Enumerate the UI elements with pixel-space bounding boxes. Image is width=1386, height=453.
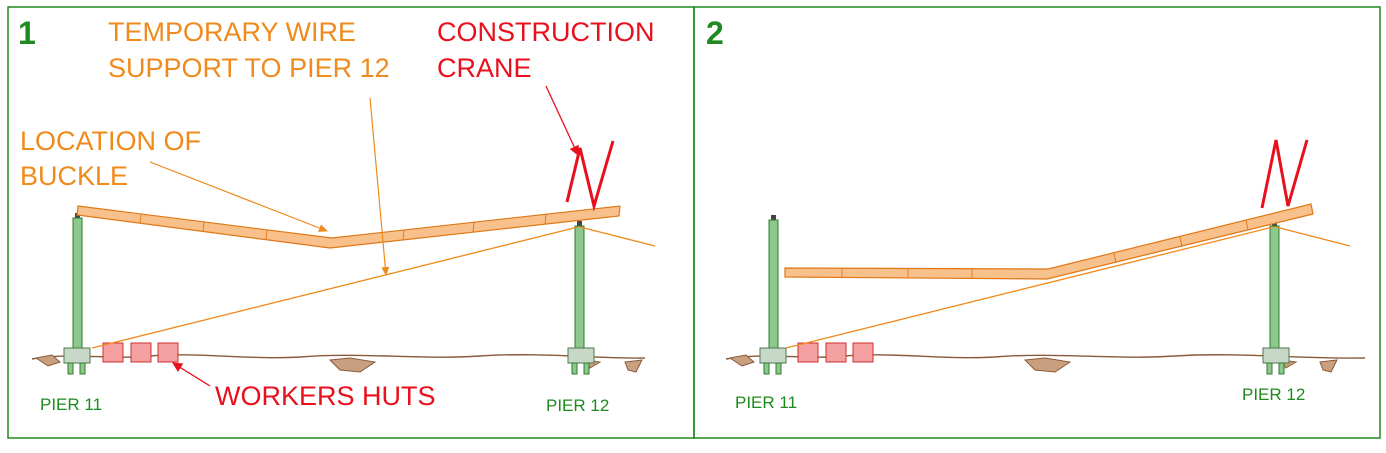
workers-huts-label: WORKERS HUTS bbox=[215, 381, 436, 411]
temporary-wire-1 bbox=[91, 226, 579, 349]
huts-pointer-arrow bbox=[172, 362, 211, 387]
ground-1 bbox=[31, 354, 646, 373]
panel-2-number: 2 bbox=[706, 15, 724, 51]
pier-11-label-2: PIER 11 bbox=[735, 393, 797, 412]
workers-huts-1 bbox=[102, 342, 179, 363]
panel-2: 2 bbox=[706, 15, 1366, 412]
construction-crane-1 bbox=[565, 140, 615, 212]
crane-pointer-arrow bbox=[545, 85, 579, 156]
pier-11-label-1: PIER 11 bbox=[40, 395, 102, 414]
wire-label-line2: SUPPORT TO PIER 12 bbox=[108, 53, 390, 83]
workers-huts-2 bbox=[797, 342, 874, 363]
pier-12-label-1: PIER 12 bbox=[546, 396, 609, 415]
crane-label-line2: CRANE bbox=[437, 53, 532, 83]
buckle-pointer-arrow bbox=[149, 161, 328, 232]
pier-11-structure bbox=[63, 213, 91, 375]
girder-1 bbox=[76, 205, 621, 249]
panel-2-frame bbox=[693, 6, 1381, 439]
crane-label-line1: CONSTRUCTION bbox=[437, 17, 655, 47]
pier-12-structure bbox=[567, 221, 595, 375]
panel-1: 1 bbox=[18, 15, 656, 415]
pier-11-structure-2 bbox=[759, 215, 787, 375]
wire-label-line1: TEMPORARY WIRE bbox=[108, 17, 356, 47]
buckle-label-line2: BUCKLE bbox=[20, 161, 128, 191]
temporary-wire-1-back bbox=[579, 226, 656, 247]
construction-crane-2 bbox=[1260, 139, 1309, 209]
buckle-label-line1: LOCATION OF bbox=[20, 126, 201, 156]
temporary-wire-2 bbox=[785, 226, 1274, 349]
panel-1-number: 1 bbox=[18, 15, 36, 51]
temporary-wire-2-back bbox=[1275, 226, 1351, 247]
pier-12-label-2: PIER 12 bbox=[1242, 385, 1305, 404]
girder-2 bbox=[784, 203, 1314, 280]
wire-pointer-arrow bbox=[369, 97, 390, 276]
pier-12-structure-2 bbox=[1262, 221, 1290, 375]
